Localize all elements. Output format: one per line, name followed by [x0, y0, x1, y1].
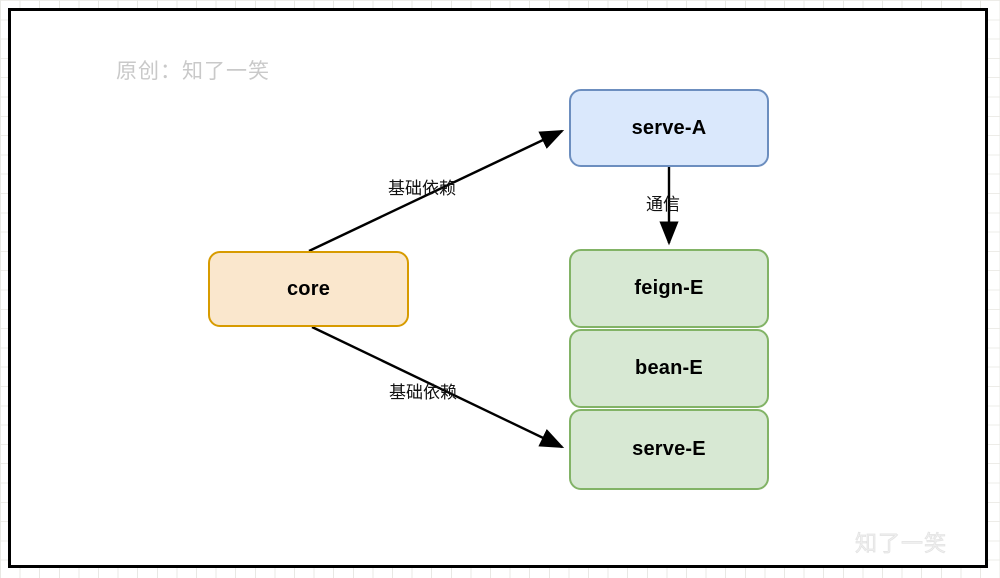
node-serve-e[interactable]: serve-E: [569, 409, 769, 490]
node-bean-e-label: bean-E: [635, 357, 703, 379]
node-feign-e-label: feign-E: [634, 277, 704, 299]
edge-core-to-serve-e: [311, 325, 565, 449]
edge-label-core-to-serve-a: 基础依赖: [388, 179, 456, 198]
watermark-top-left: 原创：知了一笑: [116, 60, 270, 83]
node-bean-e[interactable]: bean-E: [569, 329, 769, 408]
edge-label-core-to-serve-e: 基础依赖: [389, 383, 457, 402]
node-core-label: core: [286, 277, 331, 300]
diagram-canvas: [8, 8, 988, 568]
node-feign-e[interactable]: feign-E: [569, 249, 769, 328]
node-core[interactable]: core: [208, 251, 409, 327]
node-serve-a-label: serve-A: [631, 116, 707, 139]
edge-core-to-serve-a: [308, 129, 565, 253]
edge-label-serve-a-to-feign-e: 通信: [646, 195, 680, 214]
node-serve-a[interactable]: serve-A: [569, 89, 769, 167]
watermark-bottom-right: 知了一笑: [855, 531, 948, 557]
node-serve-e-label: serve-E: [632, 438, 706, 460]
